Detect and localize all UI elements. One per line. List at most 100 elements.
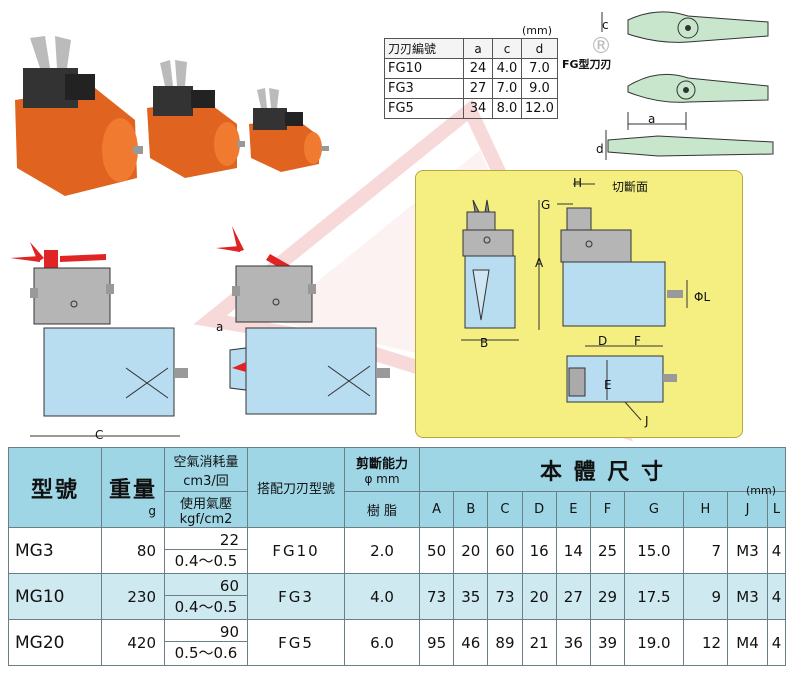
table-row: MG3 80 22 0.4～0.5 FG10 2.0 50 20 60 16 1… [8, 527, 786, 574]
dim-header: C [487, 491, 523, 528]
large-cutter-unit [15, 36, 143, 196]
model-cell: MG3 [8, 527, 102, 574]
pressure-value: 0.4～0.5 [174, 551, 238, 570]
table-row: FG5 34 8.0 12.0 [384, 98, 558, 119]
dim-cell: 95 [418, 619, 455, 666]
side-view-drawing-1 [10, 242, 188, 437]
dim-cell: M4 [727, 619, 769, 666]
weight-header: 重量 g [101, 447, 165, 528]
dim-cell: 25 [589, 527, 626, 574]
air-value: 22 [165, 531, 247, 550]
dim-cell: M3 [727, 527, 769, 574]
dim-header: L [767, 491, 786, 528]
dim-header: B [453, 491, 489, 528]
blade-spec-table: 刀刃編號 a c d FG10 24 4.0 7.0 FG3 27 7.0 9.… [384, 38, 558, 119]
dim-label-G: G [541, 198, 551, 212]
header-c: c [492, 38, 522, 59]
dim-cell: 36 [555, 619, 591, 666]
header-a: a [463, 38, 493, 59]
dim-label-E: E [604, 378, 612, 392]
dim-cell: 20 [453, 527, 489, 574]
dim-cell: 20 [521, 573, 557, 620]
dim-header: F [589, 491, 626, 528]
cell: 24 [463, 58, 493, 79]
weight-unit: g [148, 504, 158, 518]
cell: 8.0 [492, 98, 522, 119]
model-header: 型號 [8, 447, 102, 528]
resin-cell: 6.0 [344, 619, 420, 666]
air-header-text: 空氣消耗量 [173, 454, 239, 470]
dim-cell: 39 [589, 619, 626, 666]
cut-surface-label: 切斷面 [612, 180, 649, 194]
weight-cell: 230 [101, 573, 165, 620]
weight-header-text: 重量 [108, 478, 157, 503]
cell: 9.0 [521, 78, 558, 99]
side-view-drawing-2 [216, 226, 390, 415]
model-cell: MG20 [8, 619, 102, 666]
dim-cell: 73 [418, 573, 455, 620]
cell: 27 [463, 78, 493, 99]
dim-cell: 19.0 [624, 619, 684, 666]
blade-number-header: 刀刃編號 [384, 38, 464, 59]
dim-cell: 14 [555, 527, 591, 574]
pressure-value: 0.5～0.6 [174, 643, 238, 662]
dim-label-H: H [573, 176, 583, 190]
table-row: FG10 24 4.0 7.0 [384, 58, 558, 79]
cut-capacity-text: 剪斷能力 [355, 457, 408, 472]
dim-label-a-side: a [216, 320, 224, 334]
dim-cell: 15.0 [624, 527, 684, 574]
blade-cell: FG10 [247, 527, 345, 574]
resin-cell: 4.0 [344, 573, 420, 620]
air-header: 空氣消耗量 cm3/回 [164, 447, 248, 492]
dim-label-a: a [648, 112, 656, 126]
dim-label-A: A [535, 256, 544, 270]
blade-table-header: 刀刃編號 a c d [384, 38, 558, 59]
dim-cell: 9 [682, 573, 729, 620]
cut-capacity-unit: φ mm [364, 472, 400, 486]
dim-header: D [521, 491, 557, 528]
pressure-header-text: 使用氣壓 [179, 496, 232, 512]
dim-cell: 21 [521, 619, 557, 666]
table-row: MG10 230 60 0.4～0.5 FG3 4.0 73 35 73 20 … [8, 573, 786, 620]
dim-cell: 17.5 [624, 573, 684, 620]
air-value: 60 [165, 577, 247, 596]
cell: 12.0 [521, 98, 558, 119]
dim-header: G [624, 491, 684, 528]
dim-cell: 4 [767, 573, 786, 620]
dim-cell: 7 [682, 527, 729, 574]
pressure-value: 0.4～0.5 [174, 597, 238, 616]
dim-label-L: ΦL [694, 290, 711, 304]
dim-label-F: F [634, 334, 641, 348]
registered-mark: ® [590, 34, 612, 59]
air-unit: cm3/回 [183, 473, 229, 489]
dim-cell: 27 [555, 573, 591, 620]
dim-cell: M3 [727, 573, 769, 620]
dim-cell: 16 [521, 527, 557, 574]
dim-label-d: d [596, 142, 604, 156]
air-pressure-cell: 60 0.4～0.5 [164, 573, 248, 620]
blade-model: FG3 [384, 78, 464, 99]
dim-label-c: c [602, 18, 609, 32]
model-cell: MG10 [8, 573, 102, 620]
body-unit: (mm) [746, 484, 777, 497]
table-row: FG3 27 7.0 9.0 [384, 78, 558, 99]
pressure-header: 使用氣壓 kgf/cm2 [164, 491, 248, 528]
blade-table-unit: (mm) [522, 24, 553, 37]
resin-cell: 2.0 [344, 527, 420, 574]
dim-cell: 60 [487, 527, 523, 574]
small-cutter-unit [249, 88, 329, 172]
dim-header: H [682, 491, 729, 528]
air-pressure-cell: 22 0.4～0.5 [164, 527, 248, 574]
header-row-1: 型號 重量 g 空氣消耗量 cm3/回 搭配刀刃型號 剪斷能力 φ mm 本 體… [8, 447, 786, 528]
dim-cell: 29 [589, 573, 626, 620]
header-d: d [521, 38, 558, 59]
dim-header: J [727, 491, 769, 528]
dim-label-D: D [598, 334, 608, 348]
weight-cell: 420 [101, 619, 165, 666]
dim-label-B: B [480, 336, 489, 350]
blade-header: 搭配刀刃型號 [247, 447, 345, 528]
dim-label-c-left: C [95, 428, 104, 442]
pressure-unit: kgf/cm2 [179, 511, 233, 527]
cell: 34 [463, 98, 493, 119]
dim-label-J: J [645, 414, 649, 428]
